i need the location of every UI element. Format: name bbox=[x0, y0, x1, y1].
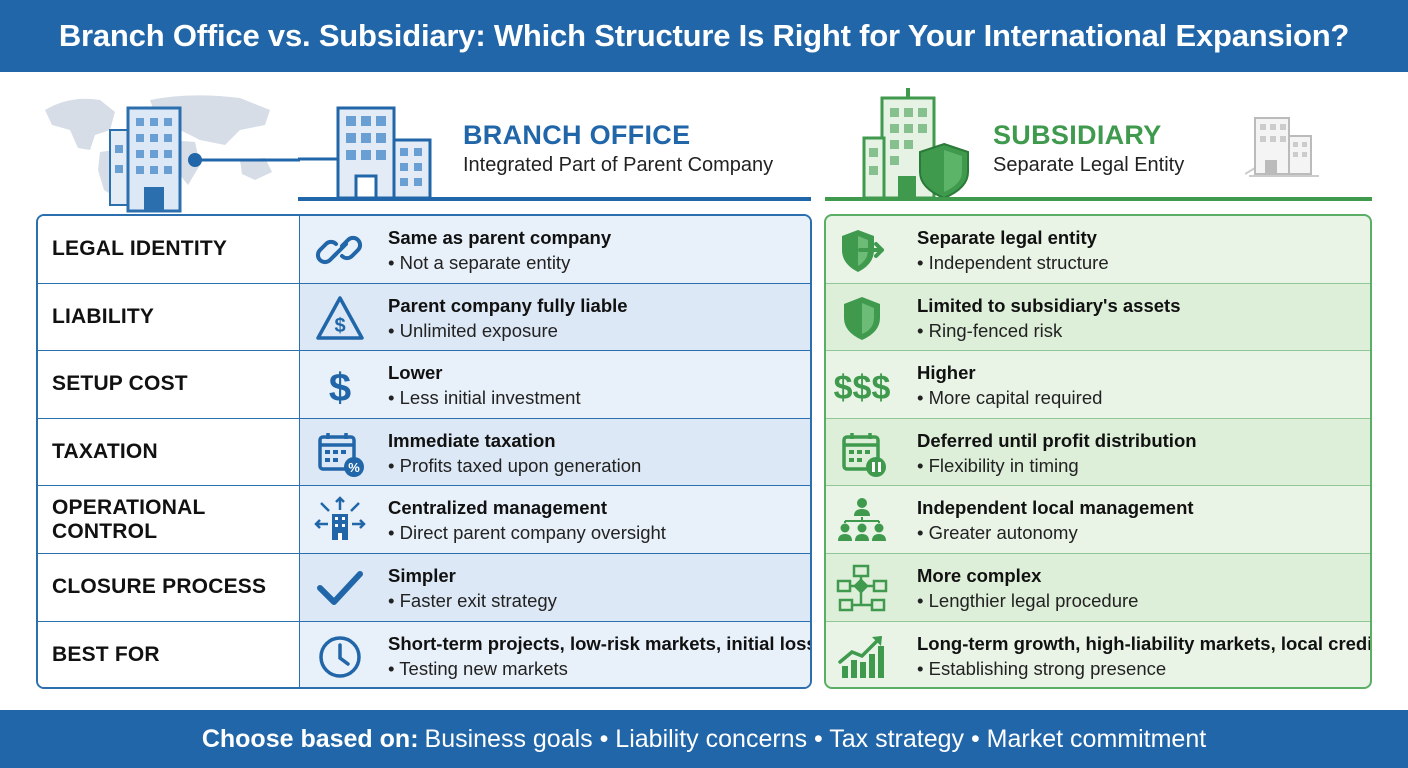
growth-chart-icon bbox=[838, 635, 884, 678]
table-row: More complex• Lengthier legal procedure bbox=[826, 554, 1370, 622]
subsidiary-comparison-table: Separate legal entity• Independent struc… bbox=[824, 214, 1372, 689]
org-chart-icon bbox=[838, 498, 886, 542]
table-row: LEGAL IDENTITY Same as parent company• N… bbox=[38, 216, 810, 284]
table-row: Separate legal entity• Independent struc… bbox=[826, 216, 1370, 284]
table-row: Long-term growth, high-liability markets… bbox=[826, 622, 1370, 687]
row-label: LEGAL IDENTITY bbox=[52, 237, 228, 261]
branch-office-subtitle: Integrated Part of Parent Company bbox=[463, 154, 774, 176]
table-row: Limited to subsidiary's assets• Ring-fen… bbox=[826, 283, 1370, 352]
title-banner: Branch Office vs. Subsidiary: Which Stru… bbox=[0, 0, 1408, 72]
row-label: SETUP COST bbox=[52, 372, 188, 396]
clock-icon bbox=[319, 635, 361, 678]
subsidiary-divider bbox=[825, 197, 1372, 201]
triple-dollar-icon: $$$ bbox=[834, 369, 891, 407]
row-label: BEST FOR bbox=[52, 643, 160, 667]
svg-text:$$$: $$$ bbox=[834, 369, 891, 407]
table-row: CLOSURE PROCESS Simpler• Faster exit str… bbox=[38, 554, 810, 622]
dollar-icon: $ bbox=[329, 366, 351, 409]
footer-criteria: Business goals • Liability concerns • Ta… bbox=[424, 724, 1207, 753]
row-label: CLOSURE PROCESS bbox=[52, 575, 267, 599]
shield-icon bbox=[844, 296, 880, 340]
svg-text:%: % bbox=[348, 460, 360, 475]
branch-divider bbox=[298, 197, 811, 201]
branch-office-heading: BRANCH OFFICE bbox=[463, 120, 691, 150]
table-row: Independent local management• Greater au… bbox=[826, 486, 1370, 554]
row-label: OPERATIONAL CONTROL bbox=[52, 495, 206, 543]
building-arrows-icon bbox=[314, 496, 366, 541]
subsidiary-subtitle: Separate Legal Entity bbox=[993, 154, 1185, 176]
table-row: Deferred until profit distribution• Flex… bbox=[826, 418, 1370, 487]
footer-lead: Choose based on: bbox=[201, 724, 419, 753]
table-row: OPERATIONAL CONTROL Centralized manageme… bbox=[38, 486, 810, 554]
branch-comparison-table: LEGAL IDENTITY Same as parent company• N… bbox=[36, 214, 812, 689]
svg-text:$: $ bbox=[329, 366, 351, 409]
page-title: Branch Office vs. Subsidiary: Which Stru… bbox=[58, 18, 1350, 53]
svg-text:$: $ bbox=[334, 315, 345, 337]
table-row: TAXATION % Immediate taxation• Profits t… bbox=[38, 418, 810, 487]
calendar-percent-icon: % bbox=[318, 432, 364, 477]
checkmark-icon bbox=[317, 571, 363, 605]
calendar-pause-icon bbox=[842, 432, 886, 477]
link-icon bbox=[315, 235, 363, 265]
subsidiary-heading: SUBSIDIARY bbox=[993, 120, 1162, 150]
table-row: LIABILITY $ Parent company fully liable•… bbox=[38, 283, 810, 352]
footer-banner: Choose based on: Business goals • Liabil… bbox=[0, 710, 1408, 768]
table-row: $$$ Higher• More capital required bbox=[826, 351, 1370, 419]
table-row: SETUP COST $ Lower• Less initial investm… bbox=[38, 351, 810, 419]
faded-building-icon bbox=[1245, 117, 1319, 177]
row-label: LIABILITY bbox=[52, 304, 155, 328]
subsidiary-building-shield-icon bbox=[862, 88, 969, 200]
warning-dollar-icon: $ bbox=[316, 295, 364, 340]
flowchart-icon bbox=[836, 564, 888, 612]
table-row: BEST FOR Short-term projects, low-risk m… bbox=[38, 621, 810, 687]
branch-building-icon bbox=[298, 106, 432, 200]
row-label: TAXATION bbox=[52, 440, 158, 464]
world-map-building-icon bbox=[45, 95, 300, 213]
shield-arrow-icon bbox=[842, 230, 884, 272]
hero-section: BRANCH OFFICE Integrated Part of Parent … bbox=[0, 72, 1408, 213]
